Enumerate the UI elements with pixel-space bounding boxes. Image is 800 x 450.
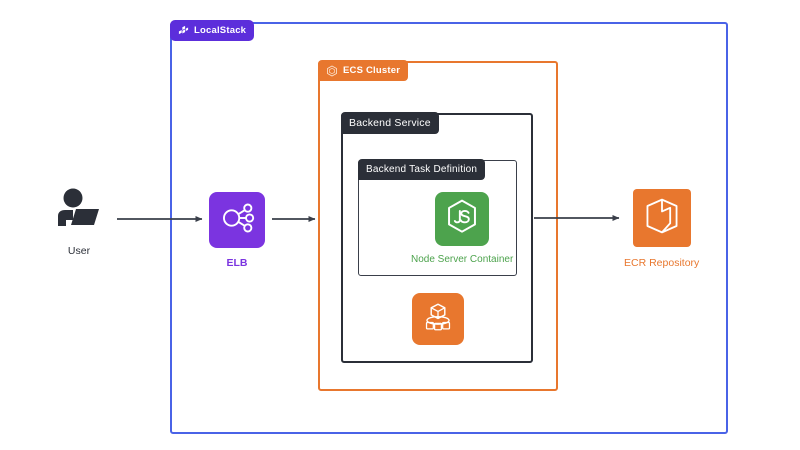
- node-ecs-service: [412, 293, 464, 345]
- label-ecs-cluster-text: ECS Cluster: [343, 65, 401, 76]
- label-localstack: LocalStack: [170, 20, 255, 41]
- ecs-service-tile: [412, 293, 464, 345]
- node-elb-label: ELB: [226, 257, 248, 269]
- node-node-server-container: Node Server Container: [411, 192, 513, 265]
- boundary-localstack: [170, 22, 728, 434]
- elastic-load-balancer-icon: [219, 200, 255, 241]
- label-localstack-text: LocalStack: [194, 25, 247, 36]
- hexagon-cluster-icon: [326, 65, 338, 77]
- label-backend-task-definition: Backend Task Definition: [358, 159, 486, 180]
- node-ecr-repository-label: ECR Repository: [624, 257, 700, 269]
- ecr-tile: [632, 189, 691, 247]
- node-user-label: User: [67, 245, 91, 257]
- label-backend-service-text: Backend Service: [349, 117, 431, 129]
- node-ecr-repository: ECR Repository: [624, 189, 699, 269]
- label-backend-task-definition-text: Backend Task Definition: [366, 164, 478, 175]
- ecr-box-icon: [642, 196, 682, 241]
- label-ecs-cluster: ECS Cluster: [318, 60, 409, 81]
- nodejs-tile: [435, 192, 490, 246]
- node-node-server-container-label: Node Server Container: [411, 254, 514, 265]
- boundary-ecs-cluster: [318, 61, 558, 391]
- node-elb: ELB: [209, 192, 265, 269]
- nodejs-icon: [444, 198, 480, 241]
- node-user: User: [52, 186, 106, 257]
- localstack-logo-icon: [178, 25, 189, 36]
- user-laptop-icon: [52, 186, 106, 234]
- label-backend-service: Backend Service: [341, 112, 439, 134]
- elb-tile: [209, 192, 265, 248]
- ecs-service-icon: [421, 300, 455, 339]
